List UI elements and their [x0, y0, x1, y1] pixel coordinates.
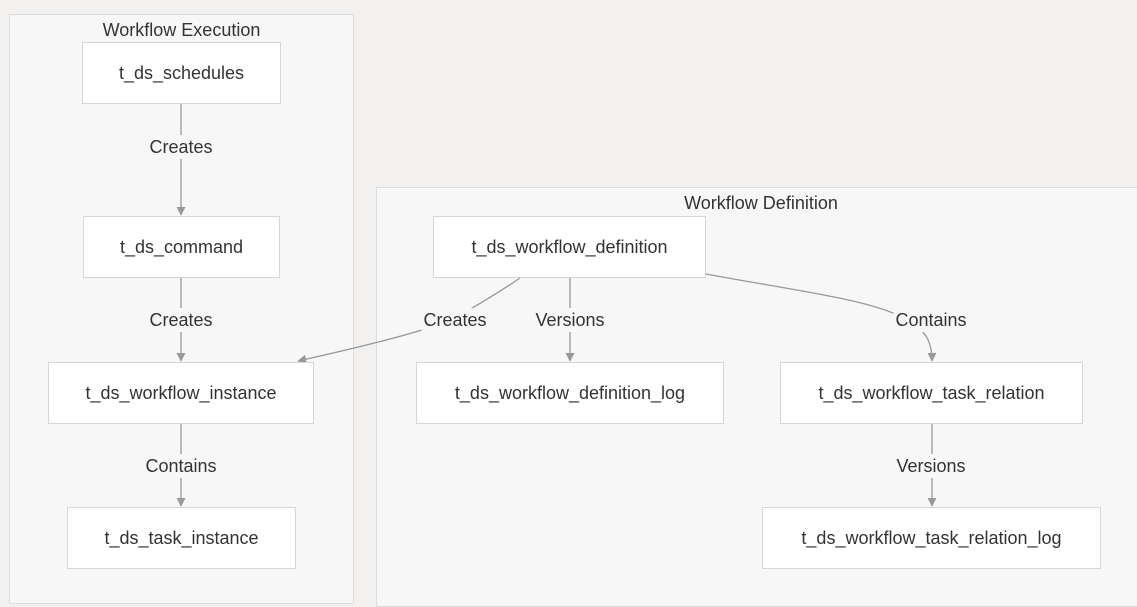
edge-label-definition-relation: Contains	[893, 308, 969, 332]
node-command[interactable]: t_ds_command	[83, 216, 280, 278]
edge-label-definition-log: Versions	[533, 308, 607, 332]
node-schedules[interactable]: t_ds_schedules	[82, 42, 281, 104]
edge-label-definition-instance: Creates	[421, 308, 489, 332]
node-workflow-definition[interactable]: t_ds_workflow_definition	[433, 216, 706, 278]
edge-label-schedules-command: Creates	[147, 135, 215, 159]
edge-label-command-instance: Creates	[147, 308, 215, 332]
node-workflow-task-relation-log[interactable]: t_ds_workflow_task_relation_log	[762, 507, 1101, 569]
edge-label-relation-log: Versions	[894, 454, 968, 478]
node-workflow-task-relation[interactable]: t_ds_workflow_task_relation	[780, 362, 1083, 424]
node-workflow-instance[interactable]: t_ds_workflow_instance	[48, 362, 314, 424]
edge-definition-relation	[705, 273, 937, 362]
cluster-title-workflow-definition: Workflow Definition	[684, 193, 838, 213]
node-workflow-definition-log[interactable]: t_ds_workflow_definition_log	[416, 362, 724, 424]
edge-label-instance-task: Contains	[143, 454, 219, 478]
node-task-instance[interactable]: t_ds_task_instance	[67, 507, 296, 569]
cluster-title-workflow-execution: Workflow Execution	[102, 20, 261, 40]
